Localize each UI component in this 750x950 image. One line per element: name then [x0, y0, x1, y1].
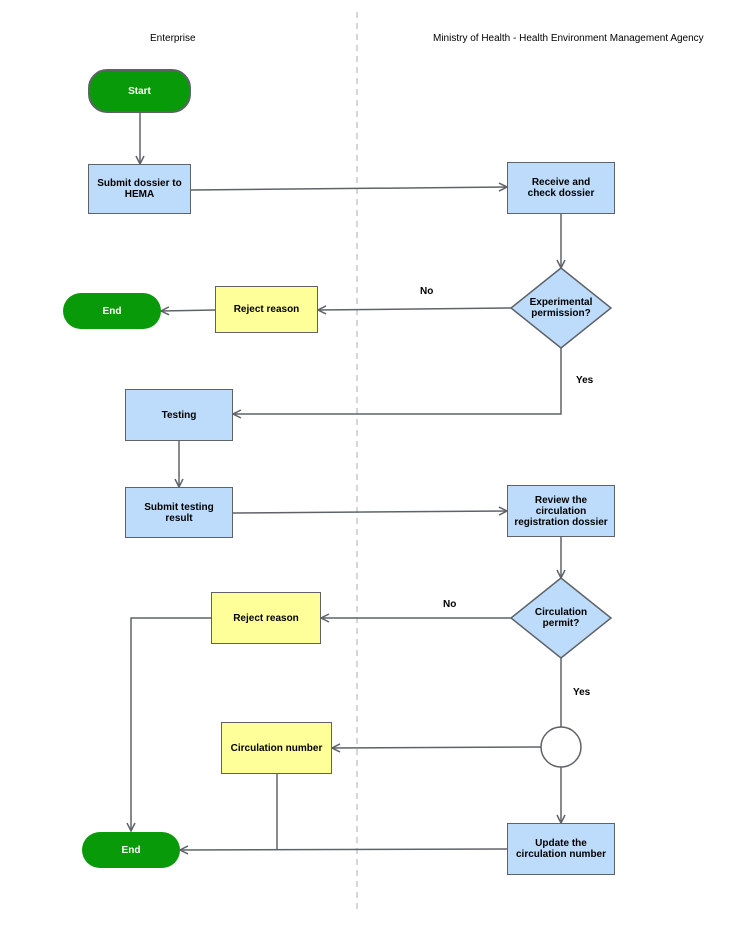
start-node: Start [88, 69, 191, 113]
edge-submit-to-receive [190, 187, 507, 190]
edge-label-no-1: No [420, 286, 434, 297]
edge-decision1-no [318, 308, 512, 310]
end-node-2: End [82, 832, 180, 868]
process-review-dossier: Review the circulation registration doss… [507, 485, 615, 537]
edge-decision1-yes [233, 348, 562, 414]
decision-experimental-label: Experimental permission? [529, 297, 593, 319]
edge-label-no-2: No [443, 599, 457, 610]
lane-title-enterprise: Enterprise [150, 33, 196, 44]
decision-circulation-label: Circulation permit? [534, 607, 588, 629]
note-circulation-number: Circulation number [221, 722, 332, 774]
fork-node [540, 726, 582, 768]
note-reject-reason-2: Reject reason [211, 592, 321, 644]
edge-label-yes-1: Yes [576, 375, 594, 386]
process-testing: Testing [125, 389, 233, 441]
decision-experimental-permission [509, 267, 613, 349]
lane-title-ministry: Ministry of Health - Health Environment … [433, 33, 704, 44]
edge-reject1-to-end1 [161, 310, 216, 311]
note-reject-reason-1: Reject reason [215, 286, 318, 333]
edge-update-to-end2 [180, 849, 508, 850]
edge-fork-to-number [332, 747, 542, 748]
process-update-number: Update the circulation number [507, 823, 615, 875]
edge-reject2-to-end2 [131, 617, 211, 831]
process-receive-check: Receive and check dossier [507, 162, 615, 214]
process-submit-testing: Submit testing result [125, 487, 233, 538]
edge-label-yes-2: Yes [573, 687, 591, 698]
end-node-1: End [63, 293, 161, 329]
edge-submit-to-review [232, 511, 507, 513]
process-submit-dossier: Submit dossier to HEMA [88, 164, 191, 214]
decision-circulation-permit [509, 577, 613, 659]
